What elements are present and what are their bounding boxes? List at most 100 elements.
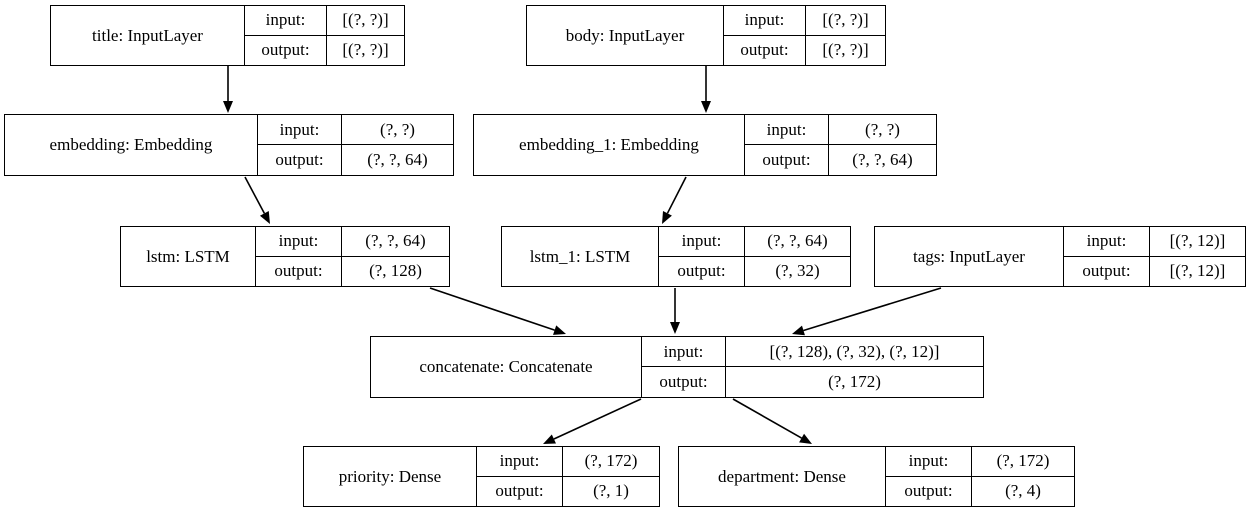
node-concatenate-output-label: output: xyxy=(642,367,726,397)
node-label-body: body: InputLayer xyxy=(565,25,685,45)
node-embedding-output-label: output: xyxy=(258,145,342,175)
node-priority-output-row: output: (?, 1) xyxy=(477,476,659,506)
node-label-concatenate: concatenate: Concatenate xyxy=(419,357,593,376)
node-label-lstm: lstm: LSTM xyxy=(146,246,230,266)
node-department-input-row: input: (?, 172) xyxy=(886,447,1074,477)
node-embedding-input-row: input: (?, ?) xyxy=(258,115,453,145)
edge-lstm_1-to-concatenate xyxy=(670,288,680,334)
node-io-concatenate: input: [(?, 128), (?, 32), (?, 12)] output… xyxy=(641,337,983,397)
node-embedding_1-input-label: input: xyxy=(745,115,829,144)
node-lstm-output-row: output: (?, 128) xyxy=(256,256,449,286)
node-tags-output-value: [(?, 12)] xyxy=(1169,261,1226,281)
node-io-tags: input: [(?, 12)] output: [(?, 12)] xyxy=(1063,227,1245,286)
node-concatenate-output-row: output: (?, 172) xyxy=(642,367,983,397)
node-title-input-value: [(?, ?)] xyxy=(342,10,389,30)
node-embedding-output-value: (?, ?, 64) xyxy=(367,150,428,169)
node-body-input-label: input: xyxy=(724,6,806,35)
edge-body-to-embedding_1 xyxy=(701,66,711,113)
node-lstm_1-input-row: input: (?, ?, 64) xyxy=(659,227,850,257)
node-body-output-value: [(?, ?)] xyxy=(822,40,869,60)
node-priority-input-label: input: xyxy=(477,447,563,476)
node-label-priority: priority: Dense xyxy=(338,466,442,486)
node-lstm-output-value: (?, 128) xyxy=(369,261,422,281)
node-concatenate-input-label: input: xyxy=(642,337,726,366)
node-embedding_1-output-row: output: (?, ?, 64) xyxy=(745,145,936,175)
node-department-input-label: input: xyxy=(886,447,972,476)
node-io-embedding: input: (?, ?) output: (?, ?, 64) xyxy=(257,115,453,175)
node-io-priority: input: (?, 172) output: (?, 1) xyxy=(476,447,659,506)
node-priority-input-row: input: (?, 172) xyxy=(477,447,659,477)
node-label-title: title: InputLayer xyxy=(92,25,203,45)
node-label-embedding: embedding: Embedding xyxy=(49,135,213,154)
node-label-tags: tags: InputLayer xyxy=(913,246,1025,266)
node-title-output-row: output: [(?, ?)] xyxy=(245,35,404,65)
node-io-department: input: (?, 172) output: (?, 4) xyxy=(885,447,1074,506)
node-lstm_1-input-label: input: xyxy=(659,227,745,256)
node-tags-output-label: output: xyxy=(1064,256,1150,286)
node-body-input-row: input: [(?, ?)] xyxy=(724,6,885,36)
node-tags-input-label: input: xyxy=(1064,227,1150,256)
node-embedding_1-input-value: (?, ?) xyxy=(865,119,900,139)
node-priority: priority: Dense input: (?, 172) output: (?, … xyxy=(303,446,660,507)
node-lstm_1-output-label: output: xyxy=(659,256,745,286)
node-priority-output-value: (?, 1) xyxy=(593,481,629,501)
node-department-output-label: output: xyxy=(886,476,972,506)
node-embedding-input-value: (?, ?) xyxy=(380,119,415,139)
node-concatenate-input-value: [(?, 128), (?, 32), (?, 12)] xyxy=(769,341,940,361)
node-title-input-label: input: xyxy=(245,6,327,35)
node-lstm-input-label: input: xyxy=(256,227,342,256)
node-lstm-input-value: (?, ?, 64) xyxy=(365,231,426,251)
node-tags: tags: InputLayer input: [(?, 12)] output: [(… xyxy=(874,226,1246,287)
node-embedding_1-output-label: output: xyxy=(745,145,829,175)
edge-tags-to-concatenate xyxy=(792,287,942,336)
node-tags-output-row: output: [(?, 12)] xyxy=(1064,256,1245,286)
node-embedding_1-output-value: (?, ?, 64) xyxy=(852,150,913,169)
node-lstm_1-output-value: (?, 32) xyxy=(775,261,820,281)
node-priority-output-label: output: xyxy=(477,476,563,506)
edge-title-to-embedding xyxy=(223,66,233,113)
node-priority-input-value: (?, 172) xyxy=(584,451,638,471)
node-title-input-row: input: [(?, ?)] xyxy=(245,6,404,36)
node-title-output-value: [(?, ?)] xyxy=(342,40,389,60)
node-label-department: department: Dense xyxy=(718,466,846,486)
node-concatenate-input-row: input: [(?, 128), (?, 32), (?, 12)] xyxy=(642,337,983,367)
edge-embedding_1-to-lstm_1 xyxy=(662,176,687,224)
node-department-input-value: (?, 172) xyxy=(996,451,1050,471)
node-lstm-output-label: output: xyxy=(256,256,342,286)
node-department-output-row: output: (?, 4) xyxy=(886,476,1074,506)
node-body: body: InputLayer input: [(?, ?)] output: [(?… xyxy=(526,5,886,66)
node-io-embedding_1: input: (?, ?) output: (?, ?, 64) xyxy=(744,115,936,175)
node-body-input-value: [(?, ?)] xyxy=(822,10,869,30)
edge-embedding-to-lstm xyxy=(244,176,270,224)
node-concatenate: concatenate: Concatenate input: [(?, 128),… xyxy=(370,336,984,398)
node-tags-input-value: [(?, 12)] xyxy=(1169,231,1226,251)
node-embedding-output-row: output: (?, ?, 64) xyxy=(258,145,453,175)
node-embedding_1-input-row: input: (?, ?) xyxy=(745,115,936,145)
node-embedding-input-label: input: xyxy=(258,115,342,144)
node-body-output-label: output: xyxy=(724,35,806,65)
node-title-output-label: output: xyxy=(245,35,327,65)
node-lstm_1-output-row: output: (?, 32) xyxy=(659,256,850,286)
node-io-body: input: [(?, ?)] output: [(?, ?)] xyxy=(723,6,885,65)
node-concatenate-output-value: (?, 172) xyxy=(828,372,881,391)
node-io-lstm: input: (?, ?, 64) output: (?, 128) xyxy=(255,227,449,286)
node-label-embedding_1: embedding_1: Embedding xyxy=(519,135,699,154)
node-io-title: input: [(?, ?)] output: [(?, ?)] xyxy=(244,6,404,65)
edge-lstm-to-concatenate xyxy=(429,287,566,335)
node-lstm: lstm: LSTM input: (?, ?, 64) output: (?, 128… xyxy=(120,226,450,287)
node-label-lstm_1: lstm_1: LSTM xyxy=(529,246,631,266)
node-lstm-input-row: input: (?, ?, 64) xyxy=(256,227,449,257)
node-body-output-row: output: [(?, ?)] xyxy=(724,35,885,65)
node-embedding: embedding: Embedding input: (?, ?) output: (… xyxy=(4,114,454,176)
node-lstm_1: lstm_1: LSTM input: (?, ?, 64) output: (?, 3… xyxy=(501,226,851,287)
node-department-output-value: (?, 4) xyxy=(1005,481,1041,501)
edge-concatenate-to-department xyxy=(732,398,812,444)
node-lstm_1-input-value: (?, ?, 64) xyxy=(767,231,828,251)
node-embedding_1: embedding_1: Embedding input: (?, ?) output… xyxy=(473,114,937,176)
edge-concatenate-to-priority xyxy=(543,398,642,444)
node-department: department: Dense input: (?, 172) output: (?… xyxy=(678,446,1075,507)
node-title: title: InputLayer input: [(?, ?)] output: [(… xyxy=(50,5,405,66)
node-tags-input-row: input: [(?, 12)] xyxy=(1064,227,1245,257)
